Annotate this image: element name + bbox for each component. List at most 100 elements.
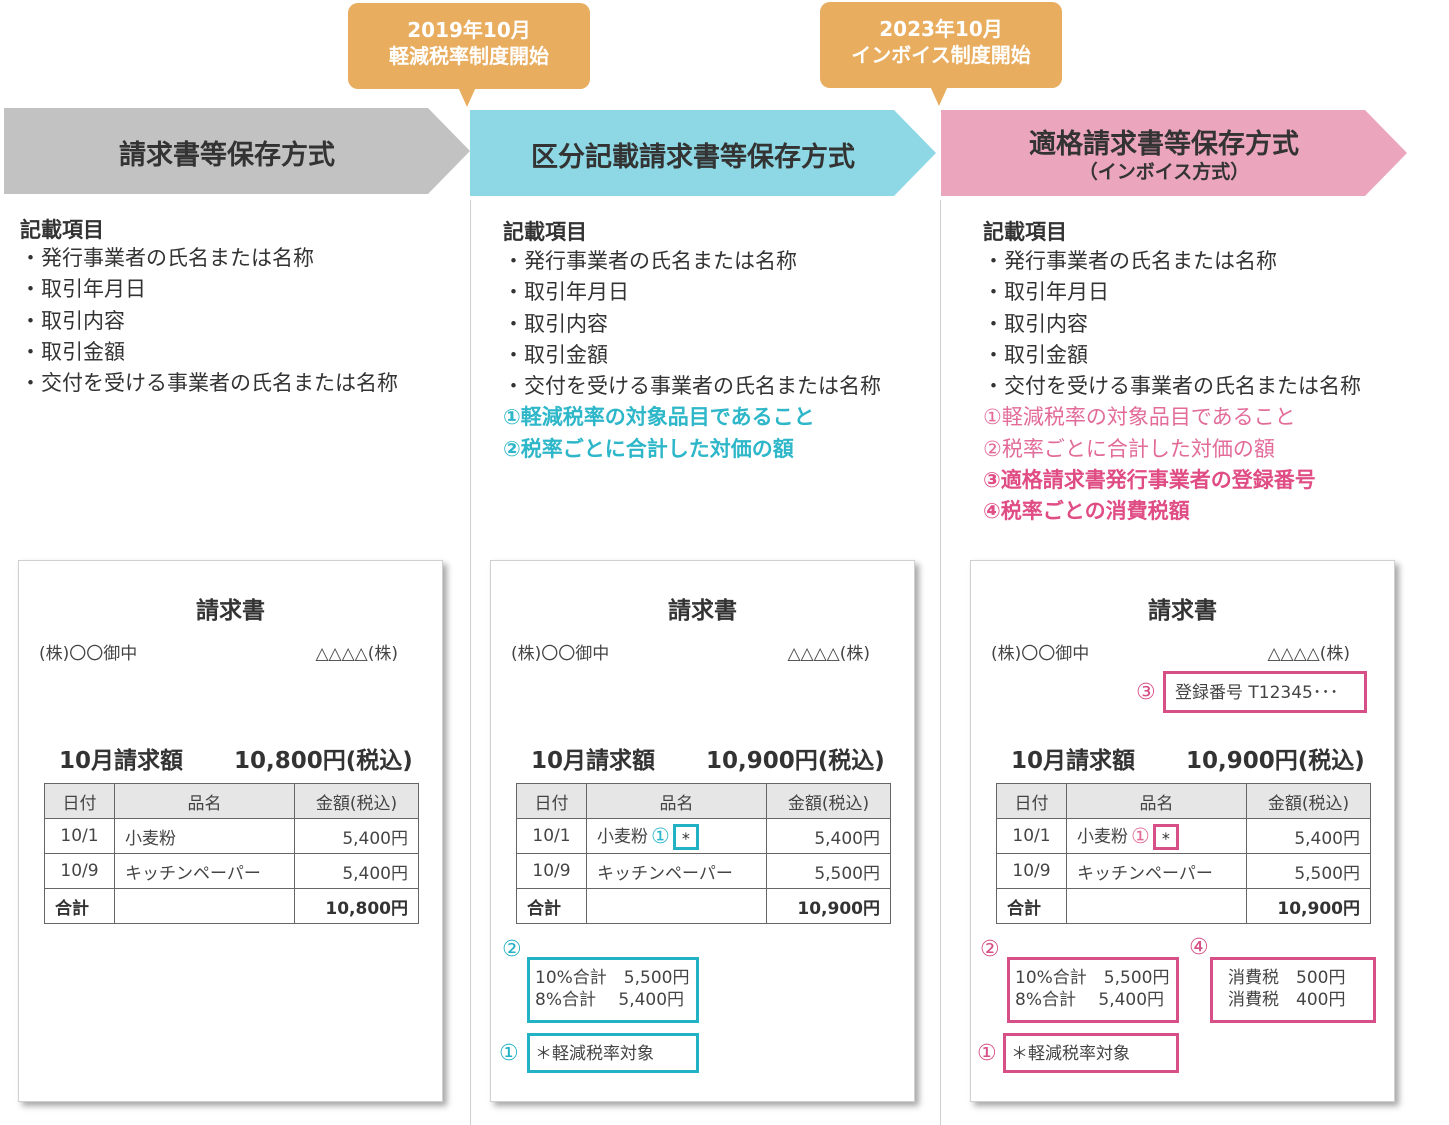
- cell-total: 10,900円: [1246, 888, 1371, 924]
- list-item-added: ①軽減税率の対象品目であること: [983, 405, 1296, 430]
- item-name: 小麦粉: [597, 827, 648, 847]
- table-total-row: 合計 10,900円: [516, 888, 891, 924]
- column-header: 品名: [1066, 783, 1247, 819]
- list-item-added: ②税率ごとに合計した対価の額: [503, 436, 794, 461]
- cell-date: 10/1: [44, 818, 115, 854]
- invoice-amount-label: 10月請求額: [531, 748, 656, 774]
- asterisk-marker: *: [1152, 824, 1179, 850]
- list-item: ・取引内容: [503, 311, 608, 336]
- cell-item: キッチンペーパー: [114, 853, 295, 889]
- reduced-rate-note: ＊軽減税率対象: [535, 1044, 654, 1064]
- marker-1: ①: [977, 1041, 997, 1066]
- invoice-sample-1: 請求書 (株)〇〇御中 △△△△(株) 10月請求額 10,800円(税込) 日…: [18, 560, 443, 1102]
- list-item: ・取引内容: [983, 311, 1088, 336]
- cell-item: キッチンペーパー: [1066, 853, 1247, 889]
- marker-2: ②: [502, 937, 522, 962]
- table-row: 10/9 キッチンペーパー 5,500円: [516, 853, 891, 889]
- list-item: ・発行事業者の氏名または名称: [983, 249, 1277, 273]
- cell-date: 10/9: [996, 853, 1067, 889]
- subtotal-line: 8%合計 5,400円: [1015, 990, 1165, 1010]
- column-header: 金額(税込): [294, 783, 419, 819]
- subtotal-box: 10%合計 5,500円 8%合計 5,400円: [1007, 957, 1179, 1023]
- column-divider-2: [940, 200, 941, 1125]
- list-item: ・取引金額: [20, 339, 125, 364]
- invoice-sample-2: 請求書 (株)〇〇御中 △△△△(株) 10月請求額 10,900円(税込) 日…: [490, 560, 915, 1102]
- reduced-rate-note: ＊軽減税率対象: [1011, 1044, 1130, 1064]
- invoice-recipient: (株)〇〇御中: [39, 644, 138, 664]
- cell-date: 10/9: [44, 853, 115, 889]
- items-heading-3: 記載項目: [983, 220, 1067, 244]
- callout-date: 2019年10月: [407, 18, 531, 42]
- cell-empty: [1066, 888, 1247, 924]
- column-header: 日付: [516, 783, 587, 819]
- list-item: ・取引年月日: [503, 280, 629, 305]
- cell-empty: [114, 888, 295, 924]
- tax-line: 消費税 400円: [1228, 990, 1346, 1010]
- registration-number-box: 登録番号 T12345･･･: [1163, 671, 1367, 713]
- invoice-issuer: △△△△(株): [1267, 644, 1350, 664]
- invoice-amount: 10,900円(税込): [1186, 748, 1365, 774]
- column-header: 金額(税込): [1246, 783, 1371, 819]
- table-header-row: 日付 品名 金額(税込): [996, 783, 1371, 819]
- table-total-row: 合計 10,800円: [44, 888, 419, 924]
- items-list-2: ・発行事業者の氏名または名称 ・取引年月日 ・取引内容 ・取引金額 ・交付を受け…: [503, 246, 881, 465]
- invoice-recipient: (株)〇〇御中: [511, 644, 610, 664]
- cell-date: 10/1: [516, 818, 587, 854]
- invoice-amount: 10,800円(税込): [234, 748, 413, 774]
- list-item-new: ③適格請求書発行事業者の登録番号: [983, 468, 1316, 493]
- cell-item: キッチンペーパー: [586, 853, 767, 889]
- subtotal-line: 8%合計 5,400円: [535, 990, 685, 1010]
- column-title-2: 区分記載請求書等保存方式: [531, 142, 855, 173]
- table-total-row: 合計 10,900円: [996, 888, 1371, 924]
- subtotal-line: 10%合計 5,500円: [1015, 968, 1170, 988]
- marker-2: ②: [980, 937, 1000, 962]
- marker-3: ③: [1136, 680, 1156, 705]
- list-item-added: ①軽減税率の対象品目であること: [503, 405, 815, 430]
- marker-4: ④: [1189, 935, 1209, 960]
- column-header: 日付: [996, 783, 1067, 819]
- marker-1: ①: [499, 1041, 519, 1066]
- list-item: ・取引年月日: [983, 280, 1109, 305]
- registration-number: 登録番号 T12345･･･: [1175, 683, 1339, 703]
- asterisk-marker: *: [672, 824, 699, 850]
- reduced-rate-note-box: ＊軽減税率対象: [527, 1033, 699, 1073]
- cell-total-label: 合計: [44, 888, 115, 924]
- table-row: 10/9 キッチンペーパー 5,400円: [44, 853, 419, 889]
- list-item: ・交付を受ける事業者の氏名または名称: [20, 371, 398, 396]
- table-row: 10/1 小麦粉 5,400円: [44, 818, 419, 854]
- column-header: 金額(税込): [766, 783, 891, 819]
- banner-arrow-2: [470, 110, 936, 196]
- cell-price: 5,400円: [294, 818, 419, 854]
- cell-price: 5,400円: [294, 853, 419, 889]
- items-heading-1: 記載項目: [20, 218, 104, 242]
- reduced-rate-note-box: ＊軽減税率対象: [1003, 1033, 1179, 1073]
- cell-total: 10,900円: [766, 888, 891, 924]
- list-item: ・取引内容: [20, 308, 125, 333]
- list-item: ・発行事業者の氏名または名称: [20, 246, 314, 270]
- invoice-recipient: (株)〇〇御中: [991, 644, 1090, 664]
- marker-1: ①: [651, 824, 670, 848]
- table-row: 10/9 キッチンペーパー 5,500円: [996, 853, 1371, 889]
- column-title-1: 請求書等保存方式: [119, 140, 335, 171]
- cell-price: 5,400円: [766, 818, 891, 854]
- cell-empty: [586, 888, 767, 924]
- cell-total-label: 合計: [516, 888, 587, 924]
- callout-label: インボイス制度開始: [851, 43, 1031, 67]
- items-list-3: ・発行事業者の氏名または名称 ・取引年月日 ・取引内容 ・取引金額 ・交付を受け…: [983, 246, 1361, 528]
- column-header: 品名: [114, 783, 295, 819]
- list-item: ・交付を受ける事業者の氏名または名称: [503, 374, 881, 399]
- column-title-3: 適格請求書等保存方式: [1029, 129, 1299, 160]
- cell-date: 10/9: [516, 853, 587, 889]
- invoice-amount: 10,900円(税込): [706, 748, 885, 774]
- invoice-table: 日付 品名 金額(税込) 10/1 小麦粉 5,400円 10/9 キッチンペー…: [44, 783, 419, 924]
- banner-arrow-3: [941, 110, 1407, 196]
- cell-price: 5,500円: [1246, 853, 1371, 889]
- invoice-issuer: △△△△(株): [315, 644, 398, 664]
- list-item: ・取引金額: [503, 342, 608, 367]
- invoice-amount-label: 10月請求額: [59, 748, 184, 774]
- invoice-title: 請求書: [1148, 598, 1217, 624]
